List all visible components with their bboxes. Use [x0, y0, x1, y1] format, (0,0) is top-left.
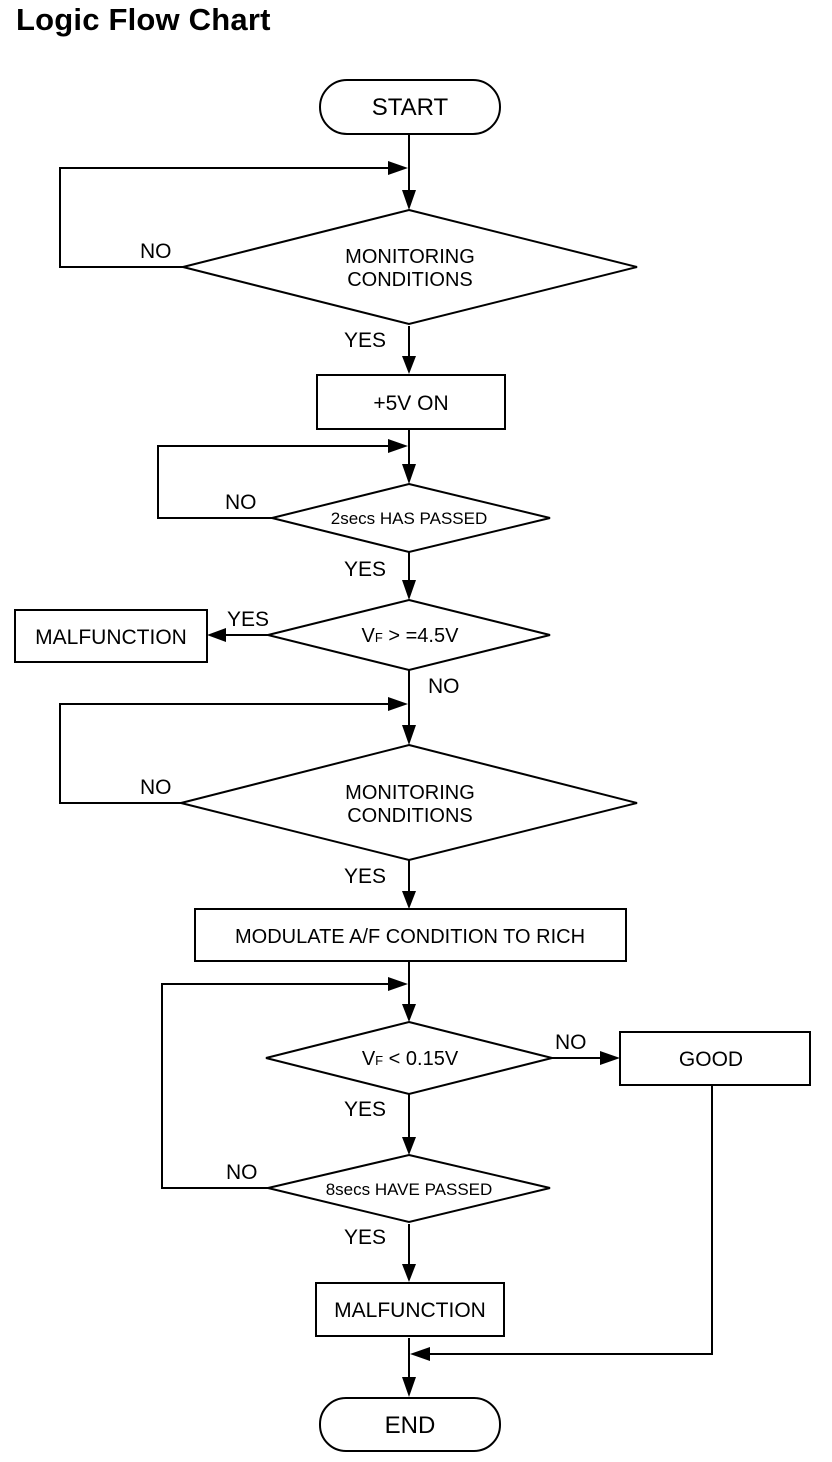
process-modulate-af-rich: MODULATE A/F CONDITION TO RICH — [194, 908, 627, 962]
end-label: END — [385, 1412, 436, 1439]
decision-label: 8secs HAVE PASSED — [326, 1180, 493, 1199]
end-node: END — [319, 1397, 501, 1452]
branch-label-no: NO — [555, 1031, 587, 1054]
decision-vf-less-0-15v: VF < 0.15V — [265, 1020, 553, 1096]
decision-label: VF > =4.5V — [362, 625, 460, 647]
branch-label-yes: YES — [344, 1226, 386, 1249]
result-malfunction-left: MALFUNCTION — [14, 609, 208, 663]
decision-label-line-1: MONITORING — [345, 246, 475, 268]
result-label: GOOD — [679, 1048, 743, 1071]
branch-label-yes: YES — [344, 1098, 386, 1121]
branch-label-no: NO — [140, 776, 172, 799]
start-label: START — [372, 94, 449, 121]
decision-label: 2secs HAS PASSED — [331, 509, 488, 528]
branch-label-yes: YES — [344, 865, 386, 888]
decision-2secs-has-passed: 2secs HAS PASSED — [271, 482, 551, 554]
decision-vf-greater-equal-4-5v: VF > =4.5V — [267, 598, 551, 672]
decision-label-line-2: CONDITIONS — [347, 269, 473, 291]
branch-label-no: NO — [225, 491, 257, 514]
result-malfunction-bottom: MALFUNCTION — [315, 1282, 505, 1337]
connectors — [59, 134, 713, 1383]
decision-label: VF < 0.15V — [362, 1048, 459, 1070]
branch-label-yes: YES — [344, 558, 386, 581]
arrowheads — [207, 161, 620, 1397]
process-label: +5V ON — [373, 392, 448, 415]
branch-label-no: NO — [428, 675, 460, 698]
result-good: GOOD — [619, 1031, 811, 1086]
result-label: MALFUNCTION — [35, 626, 187, 649]
decision-8secs-have-passed: 8secs HAVE PASSED — [267, 1153, 551, 1224]
decision-monitoring-conditions-2: MONITORING CONDITIONS — [180, 743, 638, 862]
decision-label-line-2: CONDITIONS — [347, 805, 473, 827]
decision-monitoring-conditions-1: MONITORING CONDITIONS — [182, 208, 638, 326]
process-5v-on: +5V ON — [316, 374, 506, 430]
decision-label-line-1: MONITORING — [345, 782, 475, 804]
start-node: START — [319, 79, 501, 135]
page-title: Logic Flow Chart — [16, 2, 271, 37]
process-label: MODULATE A/F CONDITION TO RICH — [235, 926, 585, 948]
branch-label-yes: YES — [227, 608, 269, 631]
branch-label-yes: YES — [344, 329, 386, 352]
result-label: MALFUNCTION — [334, 1299, 486, 1322]
branch-label-no: NO — [140, 240, 172, 263]
branch-label-no: NO — [226, 1161, 258, 1184]
